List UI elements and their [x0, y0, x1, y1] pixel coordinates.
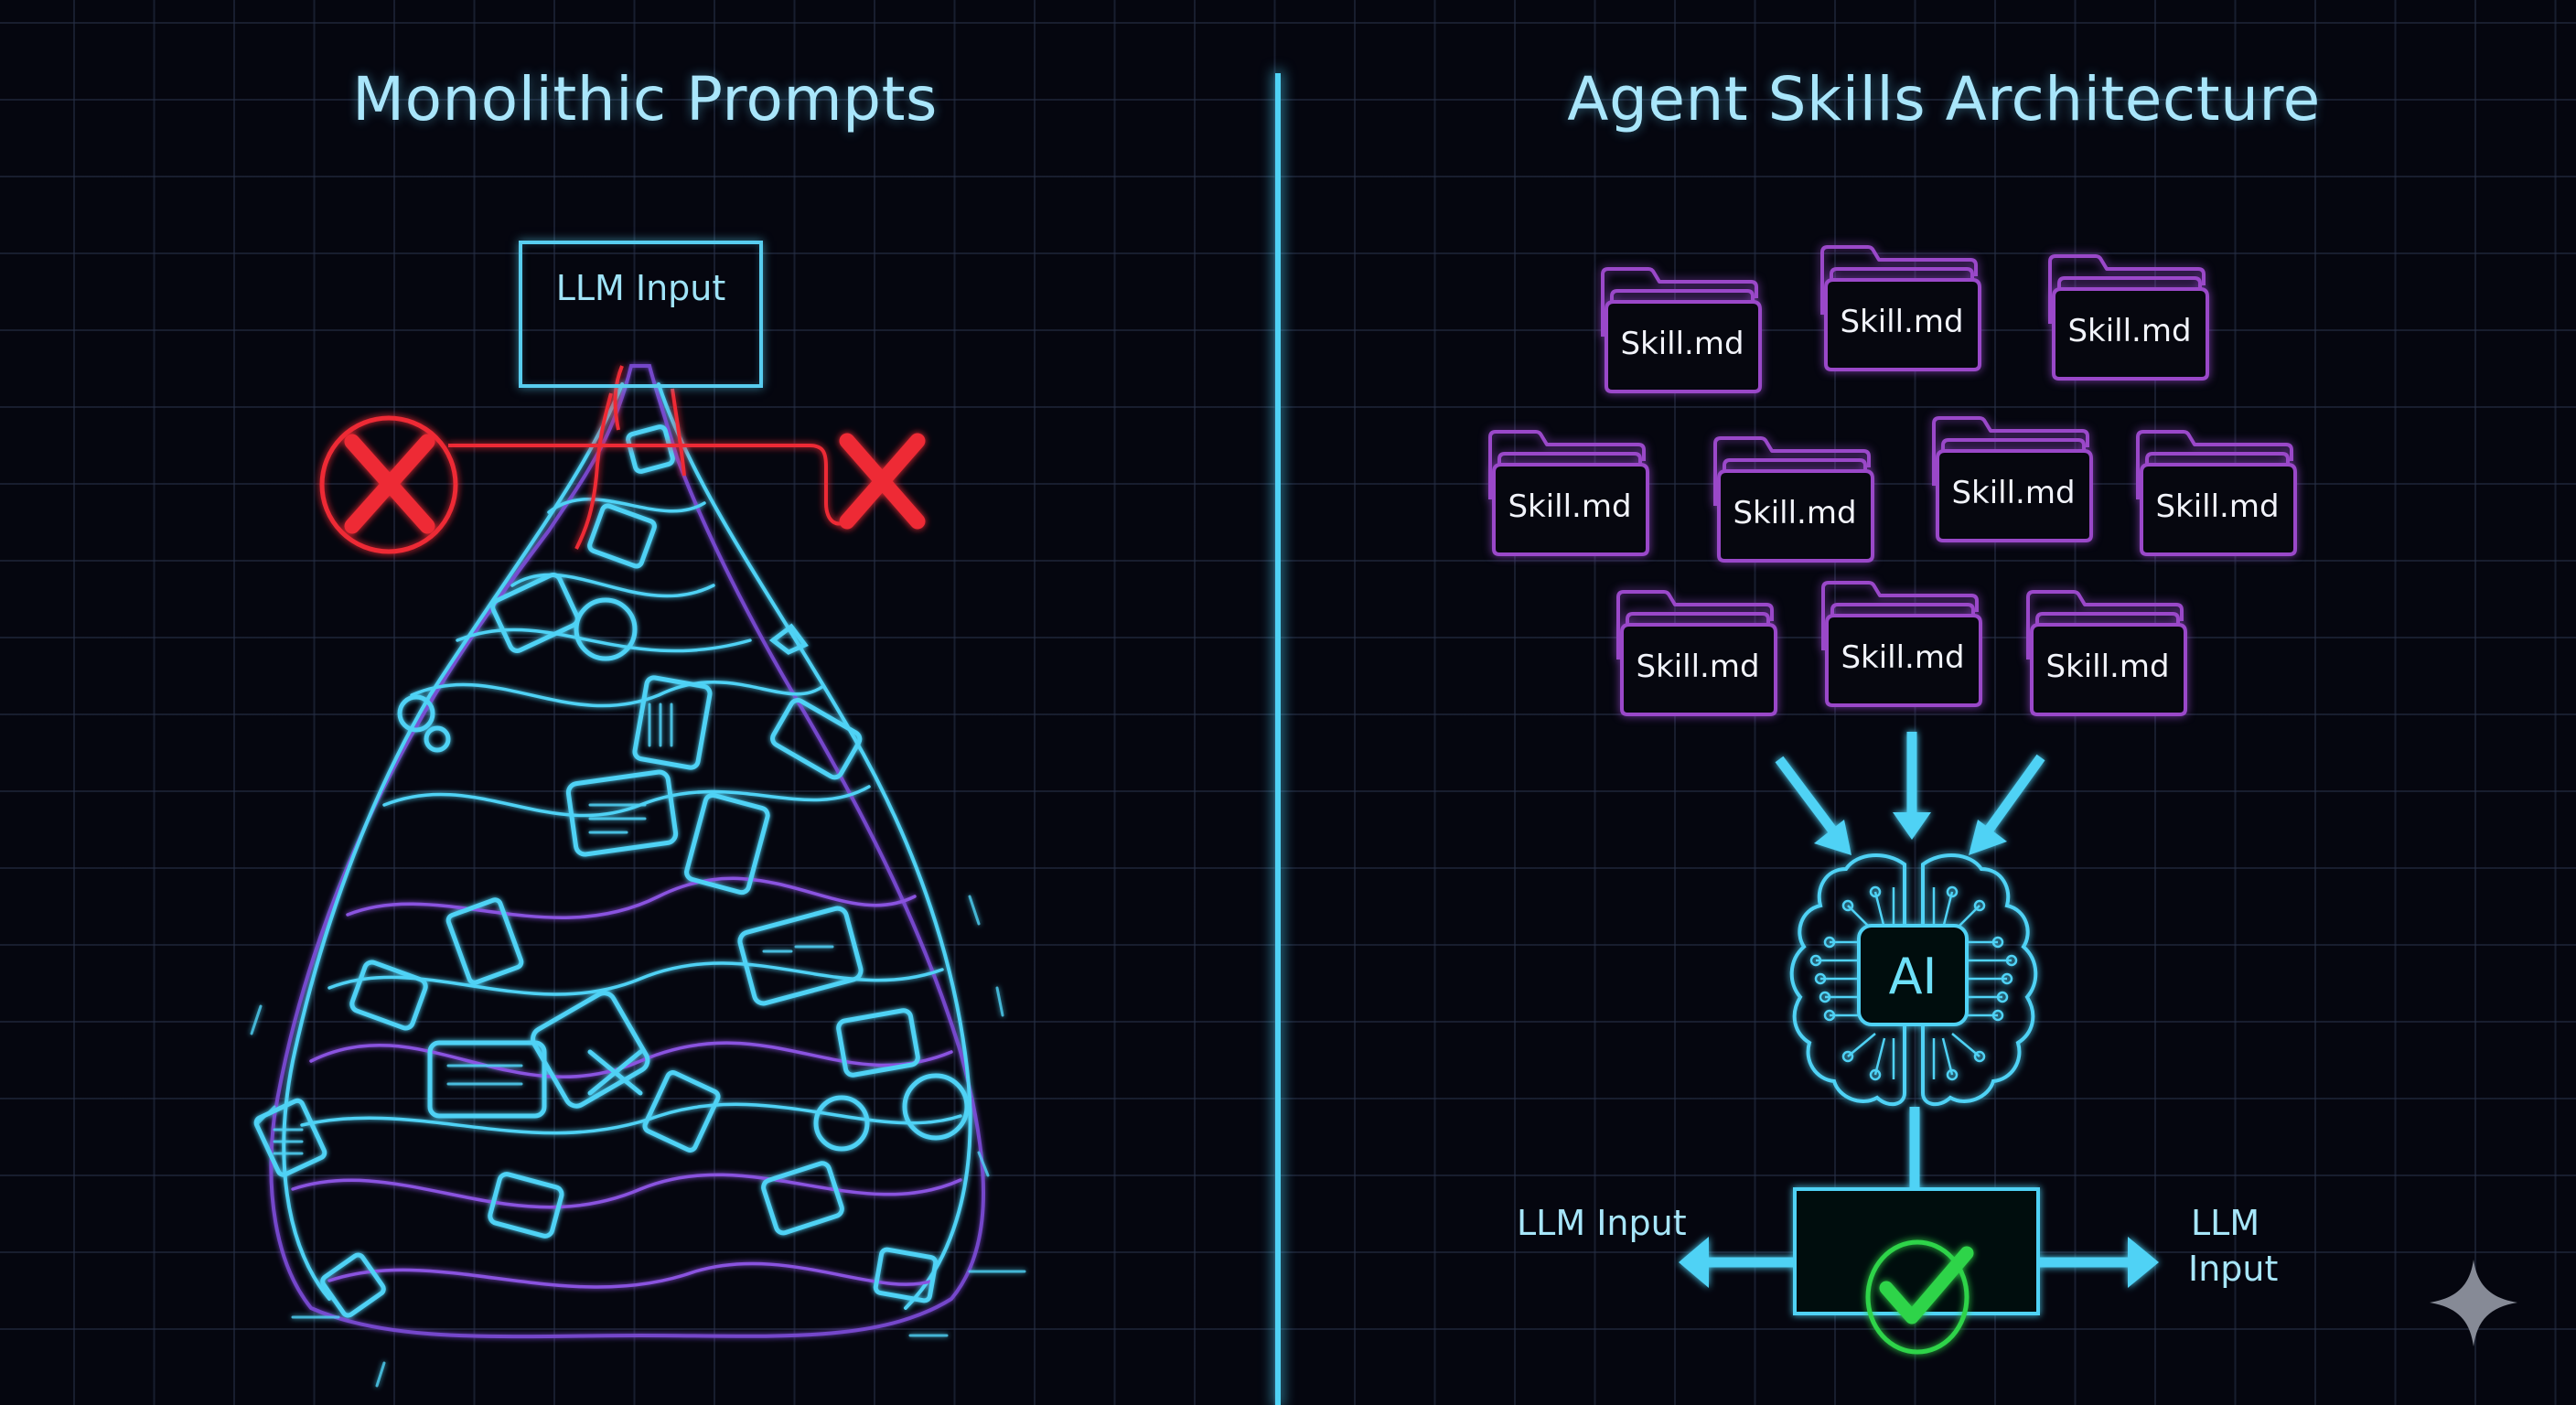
folder-icon [1616, 590, 1777, 716]
x-icon [839, 433, 926, 530]
skill-file-label: Skill.md [1636, 649, 1760, 685]
skill-folder[interactable]: Skill.md [2046, 252, 2211, 381]
ai-chip-label: AI [1889, 948, 1937, 1005]
skill-folder[interactable]: Skill.md [1819, 579, 1984, 707]
skill-file-label: Skill.md [1508, 488, 1632, 525]
arrow-in-left-icon [1775, 756, 1852, 855]
skill-folder[interactable]: Skill.md [1712, 434, 1876, 563]
skill-file-label: Skill.md [1840, 304, 1964, 340]
skill-file-label: Skill.md [1841, 639, 1965, 676]
folder-icon [1932, 416, 2093, 542]
folder-icon [1601, 267, 1762, 393]
skill-folder[interactable]: Skill.md [1599, 265, 1764, 393]
folder-icon [2026, 590, 2187, 716]
folder-icon [1821, 581, 1982, 707]
skill-folder[interactable]: Skill.md [2024, 588, 2189, 716]
folder-icon [1488, 430, 1649, 556]
arrow-out-right-icon [2038, 1237, 2159, 1288]
check-circle-icon [1865, 1239, 1974, 1355]
folder-icon [2048, 254, 2209, 381]
x-circle-icon [319, 415, 458, 554]
output-right-label-line1: LLM [2191, 1203, 2260, 1243]
skill-file-label: Skill.md [2045, 649, 2170, 685]
folder-icon [1820, 245, 1981, 371]
skill-file-label: Skill.md [1733, 495, 1857, 531]
panel-divider [1275, 73, 1281, 1405]
skill-file-label: Skill.md [2067, 313, 2192, 349]
skill-folder[interactable]: Skill.md [1487, 428, 1651, 556]
skill-folder[interactable]: Skill.md [1819, 243, 1983, 371]
output-left-label: LLM Input [1517, 1203, 1687, 1243]
sparkle-icon [2430, 1260, 2517, 1346]
left-panel-title: Monolithic Prompts [352, 64, 938, 134]
skill-folder[interactable]: Skill.md [2134, 428, 2299, 556]
arrow-in-center-icon [1893, 732, 1931, 840]
arrow-in-right-icon [1969, 754, 2045, 855]
right-panel-title: Agent Skills Architecture [1567, 64, 2321, 134]
red-tangle-lines [448, 365, 854, 550]
output-box [1793, 1187, 2040, 1315]
tangled-document-pile [250, 364, 1026, 1388]
skill-folder[interactable]: Skill.md [1615, 588, 1779, 716]
ai-brain-icon [1789, 853, 2038, 1107]
skill-file-label: Skill.md [1951, 475, 2076, 511]
arrow-out-left-icon [1679, 1237, 1795, 1288]
folder-icon [1713, 436, 1874, 563]
output-right-label-line2: Input [2188, 1249, 2279, 1289]
llm-input-label: LLM Input [555, 268, 726, 308]
skill-file-label: Skill.md [2155, 488, 2280, 525]
folder-icon [2136, 430, 2297, 556]
skill-folder[interactable]: Skill.md [1930, 414, 2095, 542]
skill-file-label: Skill.md [1620, 326, 1744, 362]
llm-input-box: LLM Input [519, 241, 763, 388]
